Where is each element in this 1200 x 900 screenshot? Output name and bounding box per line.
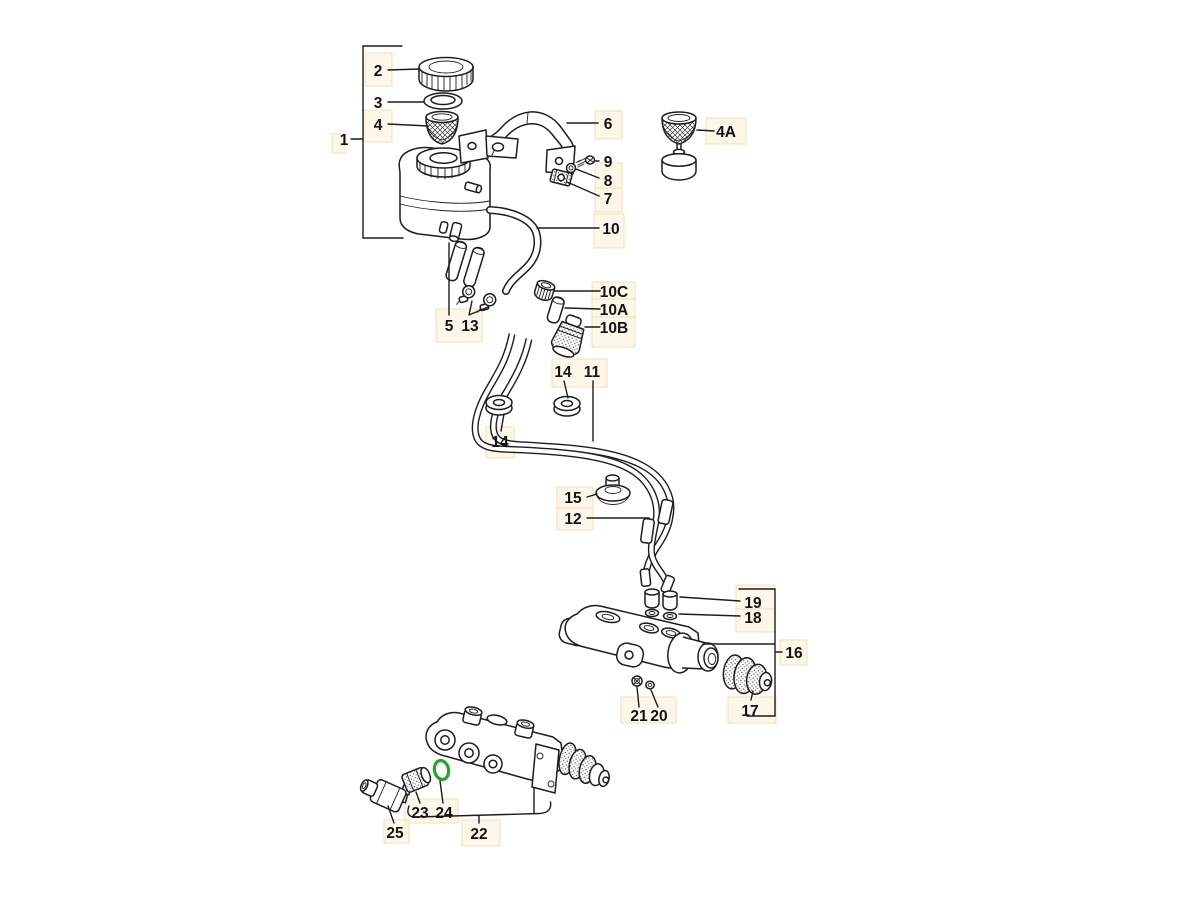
leader-4a — [696, 129, 715, 132]
hotspot-4[interactable] — [363, 109, 393, 143]
part-20-nut — [645, 680, 655, 690]
callout-22[interactable]: 22 — [470, 826, 487, 843]
part-8-nut — [565, 162, 577, 174]
hotspot-25[interactable] — [383, 819, 410, 844]
callout-4[interactable]: 4 — [374, 117, 383, 134]
leader-13 — [468, 300, 489, 316]
callout-11[interactable]: 11 — [584, 364, 601, 381]
leader-2 — [387, 68, 420, 71]
leader-14-top — [563, 380, 569, 399]
callout-24[interactable]: 24 — [435, 805, 453, 822]
hotspot-7[interactable] — [594, 187, 623, 213]
part-24-oring — [432, 758, 451, 782]
leader-7 — [566, 181, 600, 197]
callout-13[interactable]: 13 — [461, 318, 479, 335]
leader-21 — [636, 686, 640, 708]
part-10b-fitting — [550, 314, 585, 358]
callout-4a[interactable]: 4A — [716, 124, 736, 141]
leader-19 — [679, 596, 741, 602]
callout-15[interactable]: 15 — [564, 490, 582, 507]
hotspot-17[interactable] — [727, 696, 777, 724]
leader-lines — [350, 45, 783, 824]
callout-23[interactable]: 23 — [411, 805, 429, 822]
leader-17 — [750, 690, 754, 701]
callout-1[interactable]: 1 — [340, 132, 349, 149]
leader-25 — [387, 805, 395, 824]
callout-14-bottom[interactable]: 14 — [491, 434, 509, 451]
callout-10a[interactable]: 10A — [600, 302, 628, 319]
part-10-hose — [486, 206, 542, 295]
part-17-boot — [722, 654, 773, 695]
part-4a-cap-assembly — [661, 111, 697, 181]
part-24-oring-highlight — [432, 758, 451, 782]
part-15-plug — [595, 474, 631, 505]
callout-10c[interactable]: 10C — [600, 284, 628, 301]
part-16-master-cylinder — [558, 604, 719, 674]
leader-20 — [650, 689, 659, 708]
leader-23 — [415, 791, 421, 804]
part-10c-clamp — [533, 279, 556, 302]
hotspot-10b[interactable] — [591, 316, 636, 348]
callout-8[interactable]: 8 — [604, 173, 613, 190]
leader-24 — [439, 780, 444, 804]
callout-7[interactable]: 7 — [604, 191, 613, 208]
callout-25[interactable]: 25 — [386, 825, 404, 842]
hotspot-1[interactable] — [331, 133, 346, 154]
hotspot-23-24[interactable] — [404, 798, 459, 824]
part-4-strainer — [425, 110, 459, 145]
hotspot-22[interactable] — [461, 819, 501, 847]
leader-4 — [387, 123, 429, 127]
leader-10a — [564, 307, 601, 310]
bracket-1 — [350, 45, 404, 239]
leader-14-bottom — [500, 413, 505, 432]
callout-21[interactable]: 21 — [630, 708, 648, 725]
callout-10[interactable]: 10 — [602, 221, 619, 238]
part-9-screw — [575, 155, 596, 168]
reservoir-body — [398, 146, 492, 243]
callout-9[interactable]: 9 — [604, 154, 613, 171]
callout-20[interactable]: 20 — [650, 708, 667, 725]
part-14-grommet-right — [553, 395, 581, 417]
callout-14-top[interactable]: 14 — [554, 364, 572, 381]
callout-18[interactable]: 18 — [744, 610, 762, 627]
part-21-washer — [631, 675, 643, 687]
part-18-rings — [644, 608, 678, 621]
part-13-clips — [456, 285, 497, 313]
callout-16[interactable]: 16 — [785, 645, 803, 662]
hotspot-5-13[interactable] — [435, 308, 483, 343]
callout-labels: 1 2 3 4 6 9 8 7 4A 10 10C 10A 10B 5 13 1… — [340, 63, 803, 843]
hotspot-21-20[interactable] — [620, 696, 677, 724]
bracket-16 — [702, 588, 783, 717]
leader-8 — [575, 168, 600, 179]
callout-6[interactable]: 6 — [604, 116, 613, 133]
callout-5[interactable]: 5 — [445, 318, 454, 335]
leader-15 — [586, 493, 598, 498]
callout-2[interactable]: 2 — [374, 63, 383, 80]
hotspot-12[interactable] — [556, 507, 594, 531]
part-5-hoses — [445, 240, 485, 288]
part-2-reservoir-cap — [418, 56, 474, 92]
leader-18 — [678, 613, 741, 617]
part-22-master-cylinder — [425, 706, 610, 794]
part-10a-tube — [546, 296, 565, 324]
hotspot-14-11[interactable] — [551, 358, 608, 388]
callout-3[interactable]: 3 — [374, 95, 383, 112]
callout-19[interactable]: 19 — [744, 595, 762, 612]
hotspot-boxes — [331, 52, 808, 847]
part-19-seats — [644, 588, 678, 611]
part-14-grommet-left — [485, 394, 513, 416]
callout-12[interactable]: 12 — [564, 511, 581, 528]
hotspot-2[interactable] — [364, 52, 393, 87]
callout-10b[interactable]: 10B — [600, 320, 628, 337]
callout-17[interactable]: 17 — [741, 703, 758, 720]
part-25-valve — [359, 779, 407, 813]
hotspot-6[interactable] — [594, 110, 623, 140]
bracket-22 — [407, 787, 552, 824]
part-3-seal-ring — [423, 92, 463, 110]
hotspot-10[interactable] — [593, 213, 625, 249]
